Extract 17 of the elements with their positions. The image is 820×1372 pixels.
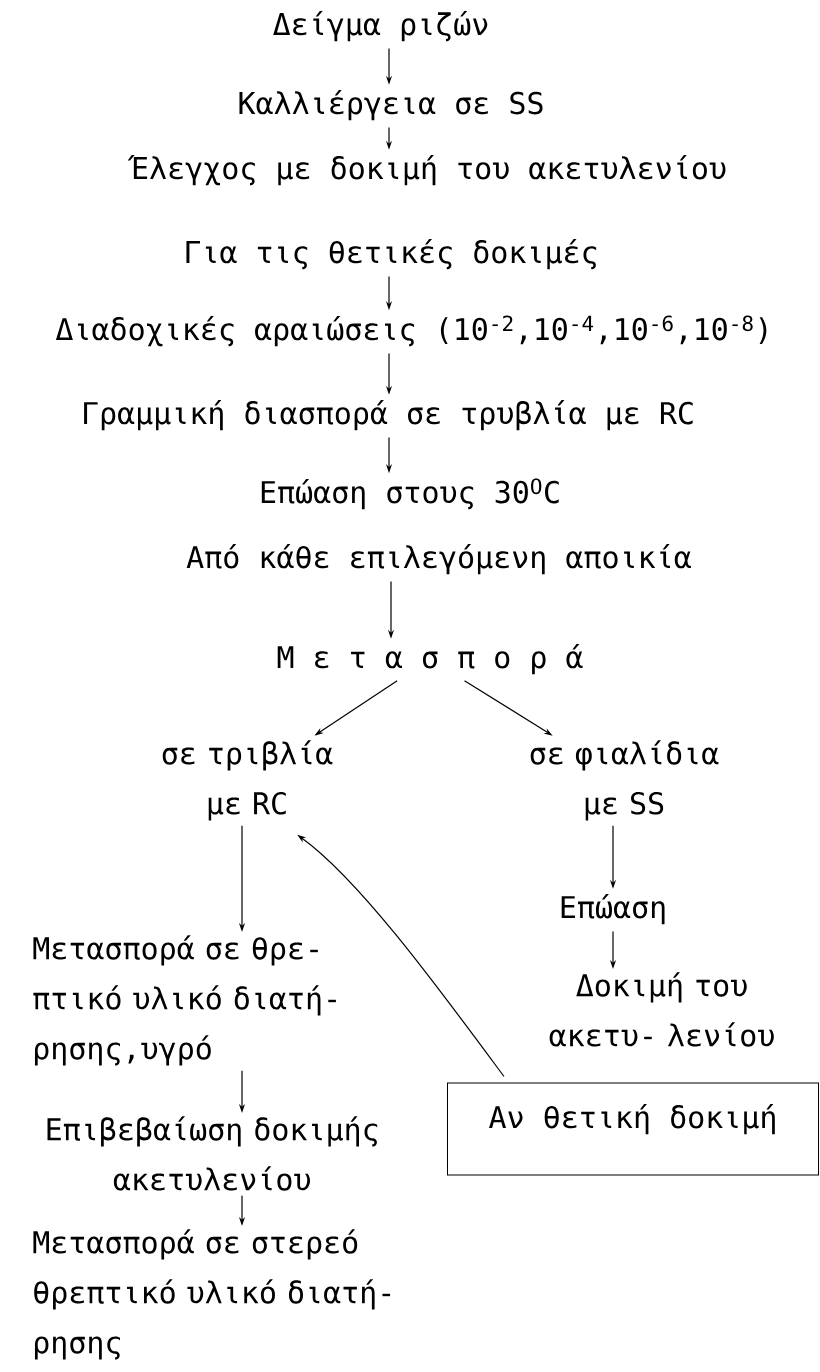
- step-text: Για τις θετικές δοκιμές: [186, 239, 597, 270]
- condition-box: Αν θετική δοκιμή: [447, 1082, 819, 1176]
- step-text: Μ ε τ α σ π ο ρ ά: [277, 644, 583, 675]
- step-text: σε τριβλία με RC: [162, 740, 333, 821]
- step-text: Μετασπορά σε στερεό θρεπτικό υλικό διατή- ρησης: [33, 1229, 391, 1360]
- step-text: Γραμμική διασπορά σε τρυβλία με RC: [84, 400, 693, 431]
- step-text: Επιβεβαίωση δοκιμής ακετυλενίου: [47, 1116, 378, 1191]
- step-text: Μετασπορά σε θρε- πτικό υλικό διατή- ρησης,υγρό: [33, 935, 336, 1066]
- step-text: Επώαση: [561, 894, 665, 925]
- step-text: Δείγμα ριζών: [273, 11, 488, 42]
- step-text: Έλεγχος με δοκιμή του ακετυλενίου: [127, 155, 726, 186]
- step-text: Δοκιμή του ακετυ- λενίου: [549, 972, 774, 1047]
- step-text: σε φιαλίδια με SS: [530, 740, 719, 821]
- step-text: Καλλιέργεια σε SS: [239, 90, 543, 121]
- step-text: Επώαση στους 30$^{O}$C: [261, 478, 559, 510]
- step-text: Διαδοχικές αραιώσεις (10$^{-2}$,10$^{-4}$,10$^{-6}$,10$^{-8}$): [55, 315, 767, 347]
- step-text: Από κάθε επιλεγόμενη αποικία: [186, 544, 691, 575]
